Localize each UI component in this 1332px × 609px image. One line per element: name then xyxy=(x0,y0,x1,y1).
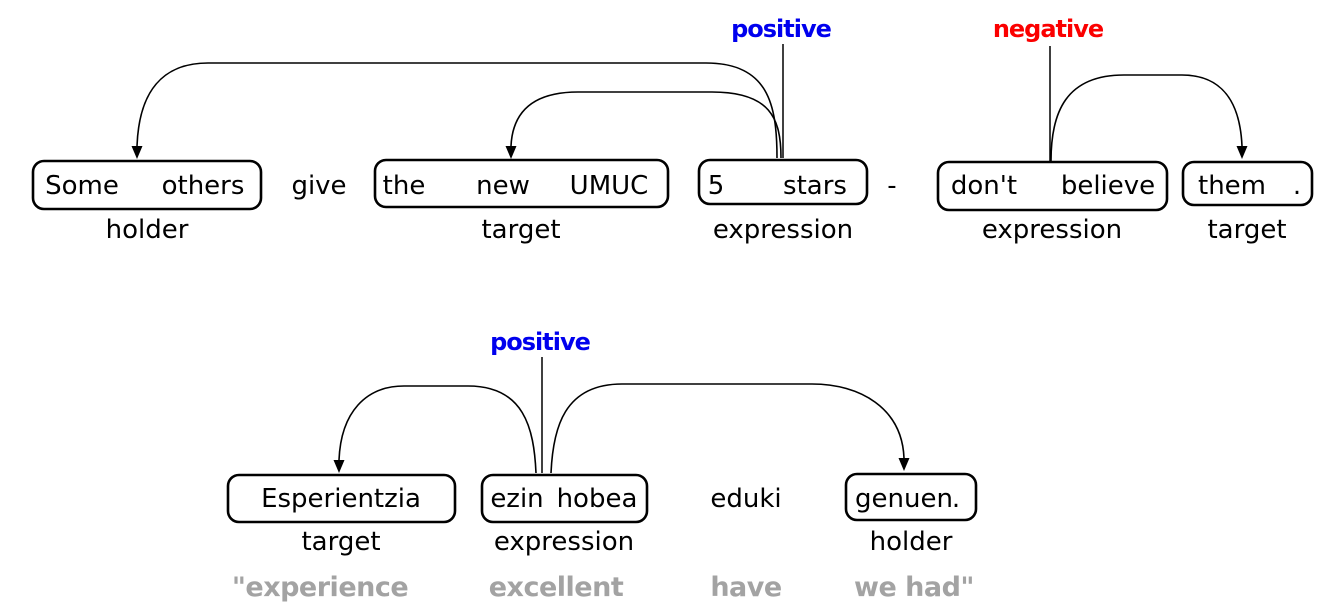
relation-arc-expression-to-holder-1 xyxy=(136,62,778,159)
token-hobea: hobea xyxy=(557,484,638,514)
sentiment-label-negative: negative xyxy=(993,15,1104,43)
gloss-excellent: excellent xyxy=(489,572,624,603)
span-box-holder-2 xyxy=(844,472,978,522)
token-genuen: genuen xyxy=(855,484,953,514)
token-period-2: . xyxy=(952,484,960,514)
role-label-holder-1: holder xyxy=(106,215,189,245)
token-umuc: UMUC xyxy=(570,171,649,201)
gloss-have: have xyxy=(710,572,781,603)
span-box-expression-2 xyxy=(936,160,1169,212)
role-label-target-2: target xyxy=(1207,215,1286,245)
arrowhead-icon xyxy=(1236,146,1248,159)
token-some: Some xyxy=(45,171,119,201)
token-them: them xyxy=(1198,171,1266,201)
arrowhead-icon xyxy=(131,146,143,159)
role-label-expression-3: expression xyxy=(494,527,634,557)
relation-arc-expression-to-target-2 xyxy=(1050,74,1243,162)
token-dont: don't xyxy=(951,171,1017,201)
token-ezin: ezin xyxy=(490,484,543,514)
sentiment-label-positive-1: positive xyxy=(731,15,832,43)
arrowhead-icon xyxy=(505,146,517,159)
relation-arc-expression-to-target-1 xyxy=(510,91,782,159)
sentiment-label-positive-2: positive xyxy=(490,328,591,356)
token-period-1: . xyxy=(1293,171,1301,201)
span-box-target-1 xyxy=(373,158,670,209)
arrowhead-icon xyxy=(333,460,345,473)
token-stars: stars xyxy=(783,171,847,201)
token-new: new xyxy=(476,171,530,201)
span-box-target-2 xyxy=(1181,160,1314,207)
role-label-holder-2: holder xyxy=(870,527,953,557)
role-label-target-1: target xyxy=(481,215,560,245)
token-the: the xyxy=(383,171,426,201)
token-five: 5 xyxy=(708,171,725,201)
span-box-target-3 xyxy=(226,473,457,524)
token-dash: - xyxy=(887,171,896,201)
gloss-we-had: we had" xyxy=(854,572,974,603)
token-esperientzia: Esperientzia xyxy=(261,484,421,514)
span-box-expression-1 xyxy=(697,158,869,206)
token-give: give xyxy=(291,171,346,201)
relation-arc-expression-to-target-3 xyxy=(338,385,537,474)
token-believe: believe xyxy=(1061,171,1155,201)
gloss-experience: "experience xyxy=(232,572,408,603)
span-box-holder-1 xyxy=(31,159,263,211)
role-label-expression-2: expression xyxy=(982,215,1122,245)
span-box-expression-3 xyxy=(480,473,649,524)
role-label-target-3: target xyxy=(301,527,380,557)
role-label-expression-1: expression xyxy=(713,215,853,245)
relation-arc-expression-to-holder-2 xyxy=(550,383,905,474)
token-eduki: eduki xyxy=(710,484,781,514)
token-others: others xyxy=(162,171,245,201)
arrowhead-icon xyxy=(898,458,910,471)
